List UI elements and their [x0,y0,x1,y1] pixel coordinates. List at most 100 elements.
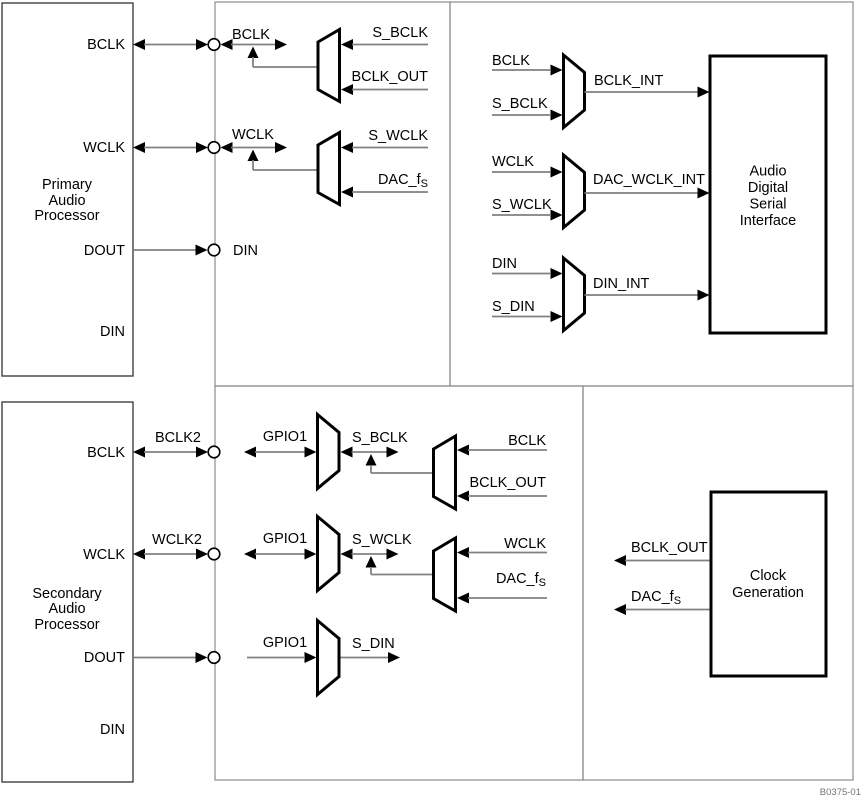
top-wclk-row: WCLK S_WCLK DAC_fS [133,127,428,208]
adsi-title-line1: Audio [749,164,786,180]
primary-title-line2: Audio [48,193,85,209]
secondary-pin-bclk: BCLK [87,445,125,461]
serial-interface-panel: BCLK S_BCLK BCLK_INT WCLK S_WCLK DAC_WCL… [492,51,828,335]
wire-dac-fs-to-mux [341,186,428,198]
dac-fs-src-label: DAC_fS [496,571,546,589]
clock-generation-panel: BCLK_OUT DAC_fS Clock Generation [614,490,828,678]
gpio1-wclk-label: GPIO1 [263,531,307,547]
wire-dac-fs-gen [614,604,711,615]
wire-wclk-src [457,547,547,558]
wire-secondary-dout [134,652,208,663]
din-net-label: DIN [233,243,258,259]
dac-wclk-int-mux [562,151,586,231]
s-bclk-out-label: S_BCLK [352,430,408,446]
gpio1-bclk-label: GPIO1 [263,429,307,445]
bclk-pad-node [207,37,221,52]
wire-wclk-internal [220,142,287,153]
clock-generation-box [709,490,828,678]
bclk-src-label: BCLK [508,433,546,449]
bclk2-net-label: BCLK2 [155,430,201,446]
wire-primary-wclk [133,142,208,153]
s-wclk-label: S_WCLK [368,128,428,144]
s-wclk-source-mux [432,535,457,614]
s-din-out-label: S_DIN [352,636,395,652]
wclk2-net-label: WCLK2 [152,532,202,548]
s-wclk-in-label: S_WCLK [492,197,552,213]
secondary-pin-dout: DOUT [84,650,125,666]
wire-dac-wclk-int [584,187,710,199]
bottom-right-panel [582,385,854,781]
adsi-title-line4: Interface [740,213,796,229]
primary-pin-dout: DOUT [84,243,125,259]
wire-wclk-mux-feed [247,149,318,171]
din-in-label: DIN [492,256,517,272]
bclk-int-label: BCLK_INT [594,73,663,89]
bottom-wclk-row: WCLK2 GPIO1 S_WCLK WCLK [133,513,547,614]
wire-bclk-out-gen [614,555,711,566]
din-int-mux [562,254,586,334]
wire-dac-fs-src [457,592,547,604]
bclk-in-label: BCLK [492,53,530,69]
gpio1-din-label: GPIO1 [263,635,307,651]
wire-primary-dout [134,244,208,256]
wire-bclk-out-src [457,490,547,502]
wire-din-int [584,289,710,301]
bottom-din-row: GPIO1 S_DIN [134,617,400,698]
secondary-pin-din: DIN [100,722,125,738]
primary-pin-wclk: WCLK [83,140,125,156]
wire-s-bclk-in [492,109,563,121]
dac-wclk-int-label: DAC_WCLK_INT [593,172,705,188]
wire-gpio1-din [247,652,317,663]
s-bclk-source-mux [432,433,457,512]
primary-title-line1: Primary [42,177,93,193]
s-bclk-in-label: S_BCLK [492,96,548,112]
wclk2-pad-node [207,547,221,561]
dout2-pad-node [207,650,221,665]
dac-fs-gen-label: DAC_fS [631,589,681,607]
wire-bclk-internal [220,39,287,50]
wire-s-bclk-to-mux [341,39,428,50]
wclk-in-label: WCLK [492,154,534,170]
wclk-pad-node [207,140,221,155]
clock-title-line2: Generation [732,585,804,601]
wire-wclk-in [492,166,563,178]
bclk-out-gen-label: BCLK_OUT [631,540,708,556]
secondary-processor-box [1,401,134,783]
bclk-out-label: BCLK_OUT [351,69,428,85]
primary-title-line3: Processor [34,208,99,224]
wire-s-wclk-to-mux [341,142,428,153]
wire-bclk-src [457,444,547,456]
primary-audio-processor: Primary Audio Processor BCLK WCLK DOUT D… [1,2,134,377]
wire-gpio1-wclk [244,548,317,560]
bclk-net-label: BCLK [232,27,270,43]
bclk-pad-mux [316,26,341,105]
wire-s-wclk-in [492,209,563,221]
s-wclk-out-label: S_WCLK [352,532,412,548]
wire-gpio1-bclk [244,446,317,458]
figure-id: B0375-01 [820,787,861,798]
bclk2-pad-node [207,445,221,459]
secondary-title-line3: Processor [34,617,99,633]
wire-s-bclk-feed [365,454,434,474]
secondary-audio-processor: Secondary Audio Processor BCLK WCLK DOUT… [1,401,134,783]
primary-pin-bclk: BCLK [87,37,125,53]
clock-title-line1: Clock [750,568,787,584]
bclk-int-mux [562,51,586,131]
wire-s-wclk-out [340,548,399,560]
s-bclk-label: S_BCLK [372,25,428,41]
wire-s-wclk-feed [365,556,434,576]
wire-s-bclk-out [340,446,399,458]
wire-din-in [492,268,563,279]
top-bclk-row: BCLK S_BCLK BCLK_OUT [133,25,428,105]
wclk-src-label: WCLK [504,536,546,552]
wire-s-din-out [340,652,400,663]
dac-fs-label: DAC_fS [378,172,428,190]
wire-bclk-in [492,64,563,76]
gpio1-wclk-mux [316,513,341,594]
audio-digital-serial-interface-box [708,54,828,335]
wire-bclk-out-to-mux [341,84,428,95]
top-din-row: DIN [134,243,258,259]
wire-secondary-wclk [133,548,208,560]
gpio1-bclk-mux [316,411,341,492]
